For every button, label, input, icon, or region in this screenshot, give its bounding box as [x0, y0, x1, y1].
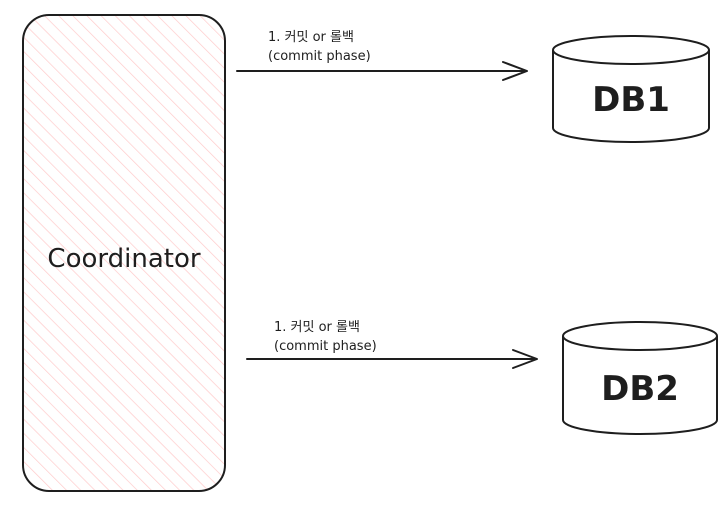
coordinator-node[interactable]: Coordinator: [22, 14, 226, 492]
arrow-1-head: [502, 61, 528, 81]
arrow-to-db1: 1. 커밋 or 롤백 (commit phase): [236, 30, 528, 81]
arrow-2-label-line1: 1. 커밋 or 롤백: [274, 320, 360, 335]
arrow-to-db2: 1. 커밋 or 롤백 (commit phase): [246, 320, 538, 369]
arrow-1-label-line1: 1. 커밋 or 롤백: [268, 30, 354, 45]
db1-cylinder-body: [552, 50, 710, 143]
db2-cylinder-top: [562, 321, 718, 351]
db2-cylinder-body: [562, 336, 718, 435]
db1-node[interactable]: DB1: [552, 35, 710, 143]
db1-cylinder-top: [552, 35, 710, 65]
arrow-2-label-line2: (commit phase): [274, 339, 377, 354]
db1-label: DB1: [592, 80, 670, 120]
arrow-2-head: [512, 349, 538, 369]
coordinator-box: [22, 14, 226, 492]
db2-label: DB2: [601, 369, 679, 409]
arrow-1-label-line2: (commit phase): [268, 49, 371, 64]
coordinator-label: Coordinator: [47, 244, 200, 274]
db2-node[interactable]: DB2: [562, 321, 718, 435]
